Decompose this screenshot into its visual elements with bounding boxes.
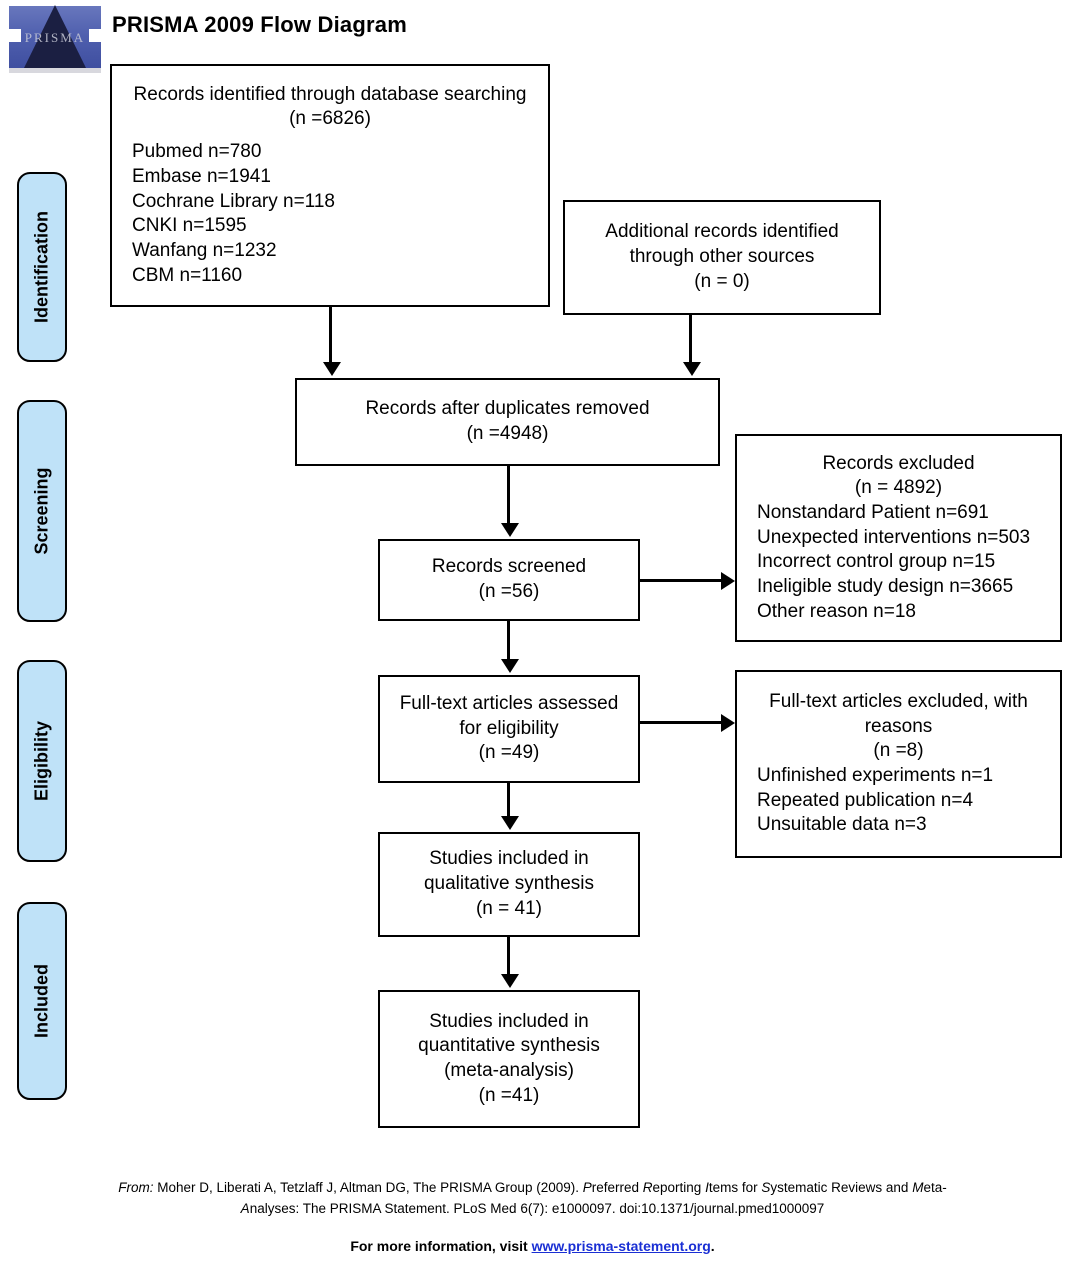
records-identified-source: Embase n=1941 [132,165,271,187]
arrowhead-fulltext-to-excluded-icon [721,714,735,732]
logo-wordmark: PRISMA [24,30,86,45]
arrowhead-screened-to-fulltext-icon [501,659,519,673]
box-qualitative-synthesis: Studies included in qualitative synthesi… [378,832,640,937]
box-records-excluded: Records excluded (n = 4892) Nonstandard … [735,434,1062,642]
qualitative-line1: Studies included in [429,848,589,870]
records-excluded-reason: Incorrect control group n=15 [757,551,996,573]
quantitative-line1: Studies included in [429,1010,589,1032]
connector-duplicates-to-screened [507,466,510,523]
citation-seg: eta- [923,1180,947,1195]
citation-em-a: A [240,1200,250,1216]
connector-fulltext-to-qualitative [507,783,510,818]
citation-em-r: R [642,1180,653,1195]
records-excluded-reason: Unexpected interventions n=503 [757,526,1031,548]
citation-seg: eporting [652,1180,706,1195]
citation-authors: Moher D, Liberati A, Tetzlaff J, Altman … [153,1180,583,1195]
arrowhead-fulltext-to-qualitative-icon [501,816,519,830]
additional-records-line2: through other sources [629,246,815,268]
quantitative-line3: (meta-analysis) [444,1060,574,1081]
logo-notch-right [89,29,101,42]
stage-pill-eligibility: Eligibility [17,660,67,862]
quantitative-count: (n =41) [478,1084,540,1106]
box-fulltext-assessed: Full-text articles assessed for eligibil… [378,675,640,783]
records-identified-count: (n =6826) [289,108,371,130]
after-duplicates-title: Records after duplicates removed [365,398,650,420]
records-identified-source: Pubmed n=780 [132,141,262,163]
records-excluded-title: Records excluded [822,452,975,474]
arrowhead-screened-to-excluded-icon [721,572,735,590]
prisma-statement-link[interactable]: www.prisma-statement.org [531,1238,711,1254]
citation-em-i: I [705,1180,709,1195]
logo-base-bar [9,68,101,73]
arrowhead-identified-to-duplicates-icon [323,362,341,376]
connector-fulltext-to-excluded [640,721,723,724]
records-identified-source: Cochrane Library n=118 [132,190,335,212]
citation-seg: referred [591,1180,643,1195]
citation-em-m: M [912,1180,924,1195]
stage-pill-included: Included [17,902,67,1100]
connector-qualitative-to-quantitative [507,937,510,976]
prisma-logo-icon: PRISMA [6,2,104,74]
box-records-screened: Records screened (n =56) [378,539,640,621]
stage-label-included: Included [31,963,52,1039]
logo-notch-left [9,29,21,42]
citation-em-p: P [582,1180,592,1195]
records-screened-title: Records screened [431,556,587,578]
records-identified-source: CNKI n=1595 [132,215,247,237]
after-duplicates-count: (n =4948) [466,423,549,444]
records-excluded-reason: Ineligible study design n=3665 [757,576,1014,598]
fulltext-excluded-count: (n =8) [873,740,924,762]
box-quantitative-synthesis: Studies included in quantitative synthes… [378,990,640,1128]
connector-additional-to-duplicates [689,315,692,364]
fulltext-assessed-line2: for eligibility [459,717,559,739]
stage-label-identification: Identification [31,211,52,323]
fulltext-excluded-reason: Repeated publication n=4 [757,789,974,811]
box-fulltext-excluded: Full-text articles excluded, with reason… [735,670,1062,858]
fulltext-excluded-line2: reasons [864,715,933,737]
quantitative-line2: quantitative synthesis [418,1035,600,1057]
records-identified-source: Wanfang n=1232 [132,239,277,261]
stage-label-screening: Screening [31,467,52,555]
connector-screened-to-excluded [640,579,723,582]
stage-label-eligibility: Eligibility [31,720,52,802]
records-screened-count: (n =56) [478,581,540,602]
citation-from-label: From: [118,1180,154,1195]
fulltext-assessed-count: (n =49) [478,742,540,764]
citation-em-s: S [761,1180,771,1195]
citation-seg: tems for [708,1180,762,1195]
records-excluded-reason: Nonstandard Patient n=691 [757,501,989,523]
arrowhead-qualitative-to-quantitative-icon [501,974,519,988]
qualitative-count: (n = 41) [475,897,542,919]
stage-pill-screening: Screening [17,400,67,622]
more-info-prefix: For more information, visit [350,1238,532,1254]
fulltext-assessed-line1: Full-text articles assessed [399,692,619,714]
box-records-after-duplicates: Records after duplicates removed (n =494… [295,378,720,466]
fulltext-excluded-reason: Unsuitable data n=3 [757,814,927,836]
page-title: PRISMA 2009 Flow Diagram [112,12,407,37]
box-records-identified: Records identified through database sear… [110,64,550,307]
fulltext-excluded-reason: Unfinished experiments n=1 [757,765,994,786]
additional-records-line1: Additional records identified [605,221,839,243]
connector-identified-to-duplicates [329,307,332,364]
arrowhead-additional-to-duplicates-icon [683,362,701,376]
records-identified-source: CBM n=1160 [132,264,243,286]
fulltext-excluded-line1: Full-text articles excluded, with [769,690,1028,712]
box-additional-records: Additional records identified through ot… [563,200,881,315]
qualitative-line2: qualitative synthesis [423,873,595,895]
records-excluded-reason: Other reason n=18 [757,600,916,622]
records-identified-title: Records identified through database sear… [133,83,527,105]
citation-journal: nalyses: The PRISMA Statement. PLoS Med … [249,1200,825,1216]
logo-prism-triangle-icon [24,5,86,68]
records-excluded-count: (n = 4892) [854,477,943,499]
arrowhead-duplicates-to-screened-icon [501,523,519,537]
connector-screened-to-fulltext [507,621,510,661]
citation-seg: ystematic Reviews and [770,1180,913,1195]
citation-text: From: Moher D, Liberati A, Tetzlaff J, A… [30,1178,1035,1220]
more-information: For more information, visit www.prisma-s… [30,1238,1035,1254]
more-info-suffix: . [710,1238,715,1254]
additional-records-count: (n = 0) [694,270,750,292]
stage-pill-identification: Identification [17,172,67,362]
